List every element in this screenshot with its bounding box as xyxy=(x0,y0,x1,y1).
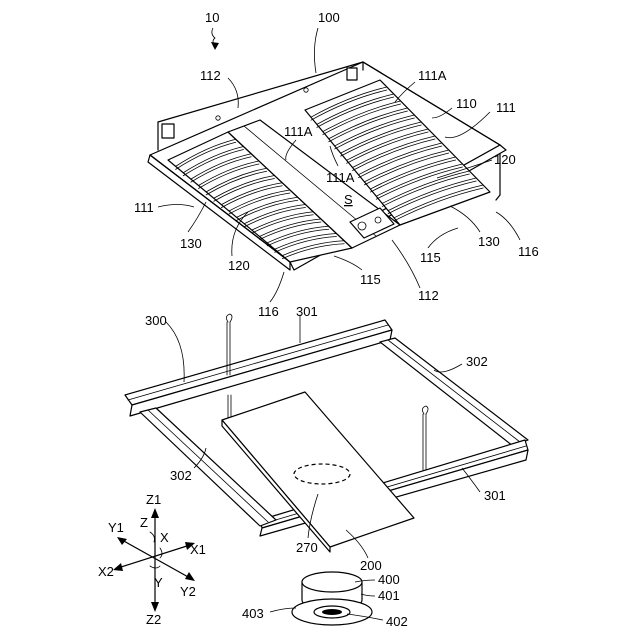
leader-100 xyxy=(314,28,318,73)
arrow-x2 xyxy=(113,563,123,571)
label-111A-top: 111A xyxy=(418,68,447,83)
main-bar-front-line xyxy=(128,325,388,400)
label-X: X xyxy=(160,530,169,545)
label-300: 300 xyxy=(145,313,167,328)
label-301-right: 301 xyxy=(484,488,506,503)
leader-130r xyxy=(450,206,480,232)
leader-112a xyxy=(228,78,238,108)
label-Z: Z xyxy=(140,515,148,530)
label-X1: X1 xyxy=(190,542,206,557)
leader-116l xyxy=(270,272,284,302)
label-Y2: Y2 xyxy=(180,584,196,599)
label-S: S xyxy=(344,192,353,207)
leader-300 xyxy=(166,322,184,382)
label-Y: Y xyxy=(154,575,163,590)
label-110: 110 xyxy=(456,96,477,111)
label-120-left: 120 xyxy=(228,258,250,273)
mount-bracket-right xyxy=(347,68,357,80)
cross-bar-right xyxy=(380,338,528,446)
leader-115r xyxy=(428,228,458,248)
hanger-wire-mid xyxy=(228,395,231,420)
rot-x-arrow xyxy=(160,548,162,558)
label-301-top: 301 xyxy=(296,304,318,319)
label-112-bottom: 112 xyxy=(418,288,439,303)
label-115-mid: 115 xyxy=(360,272,381,287)
sensor-top xyxy=(302,572,362,592)
label-111A-low: 111A xyxy=(326,170,355,185)
label-120-right: 120 xyxy=(494,152,516,167)
housing-right-wall-foot xyxy=(496,195,500,200)
arrow-y2 xyxy=(185,572,195,581)
panel-200-top xyxy=(222,392,414,547)
sensor-lens-center xyxy=(322,609,342,615)
label-401: 401 xyxy=(378,588,400,603)
label-130-right: 130 xyxy=(478,234,500,249)
leader-112b xyxy=(392,240,420,288)
label-Z2: Z2 xyxy=(146,612,161,627)
label-400: 400 xyxy=(378,572,400,587)
axis-y xyxy=(122,540,190,578)
cross-bar-right-line xyxy=(388,340,520,442)
leader-130l xyxy=(188,202,206,232)
label-200: 200 xyxy=(360,558,382,573)
label-302-right: 302 xyxy=(466,354,488,369)
arrow-z2 xyxy=(151,602,159,612)
main-bar-front-face xyxy=(130,330,392,416)
label-Z1: Z1 xyxy=(146,492,161,507)
label-116-left: 116 xyxy=(258,304,279,319)
label-X2: X2 xyxy=(98,564,114,579)
label-111-left: 111 xyxy=(134,200,154,215)
label-111A-mid: 111A xyxy=(284,124,313,139)
sensor-unit-400 xyxy=(292,572,372,625)
ceiling-panel-200 xyxy=(222,392,414,552)
arrow-y1 xyxy=(117,537,127,545)
label-115-right: 115 xyxy=(420,250,441,265)
leader-401 xyxy=(361,594,375,596)
label-111-right: 111 xyxy=(496,100,516,115)
screw-hole xyxy=(216,116,220,120)
label-100: 100 xyxy=(318,10,340,25)
label-Y1: Y1 xyxy=(108,520,124,535)
hanger-wire-right xyxy=(422,406,428,470)
arrow-z1 xyxy=(151,508,159,518)
rot-z-arrow xyxy=(150,532,155,542)
leader-115m xyxy=(334,256,362,270)
label-116-right: 116 xyxy=(518,244,539,259)
label-403: 403 xyxy=(242,606,264,621)
label-402: 402 xyxy=(386,614,408,629)
mount-bracket-left xyxy=(162,124,174,138)
axis-x xyxy=(118,545,190,568)
label-270: 270 xyxy=(296,540,318,555)
label-10: 10 xyxy=(205,10,219,25)
label-302-left: 302 xyxy=(170,468,192,483)
label-112-top: 112 xyxy=(200,68,221,83)
label-130-left: 130 xyxy=(180,236,202,251)
leader-111l xyxy=(158,205,194,208)
